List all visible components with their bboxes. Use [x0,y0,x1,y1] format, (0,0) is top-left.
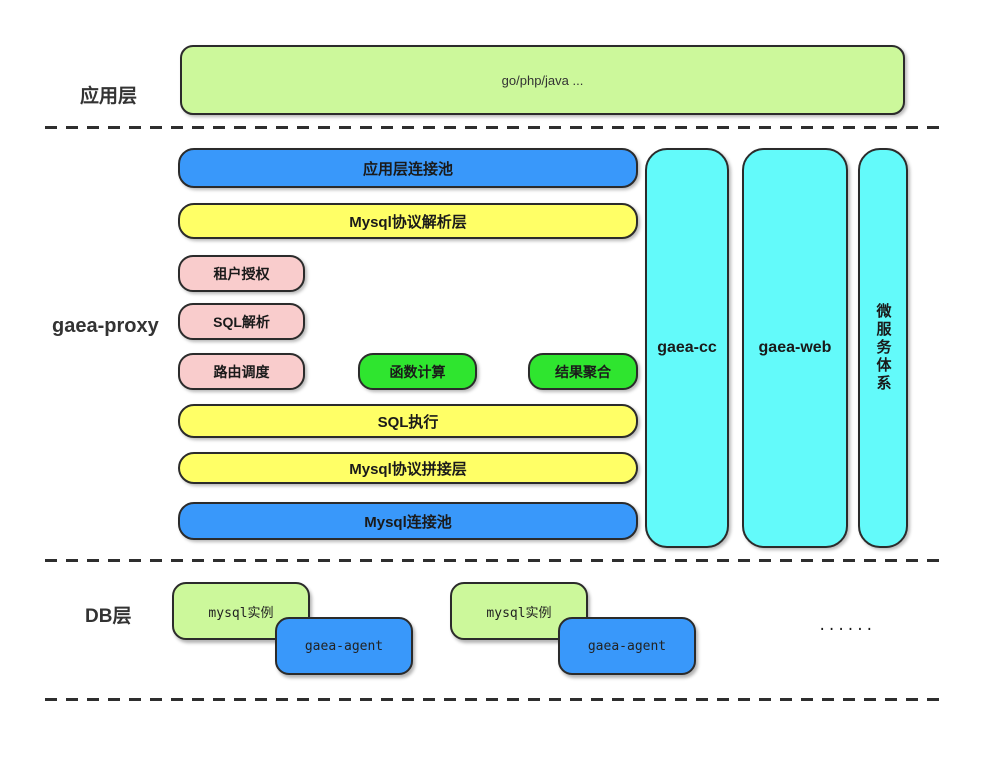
proxy-layer-label: gaea-proxy [52,315,159,337]
tenant-auth-node: 租户授权 [178,255,305,292]
mysql-instance-label: mysql实例 [208,605,274,621]
app-clients-label: go/php/java ... [501,72,584,88]
route-dispatch-label: 路由调度 [213,363,270,380]
divider-app-proxy [45,126,942,129]
mysql-connection-pool-node: Mysql连接池 [178,502,638,540]
result-merge-label: 结果聚合 [555,363,611,380]
sql-parse-label: SQL解析 [213,313,270,330]
gaea-web-label: gaea-web [758,339,832,356]
gaea-agent-node: gaea-agent [275,617,413,675]
gaea-agent-node: gaea-agent [558,617,696,675]
microservice-column: 微服务体系 [858,148,908,548]
app-layer-label: 应用层 [80,86,138,107]
tenant-auth-label: 租户授权 [213,265,270,282]
divider-proxy-db [45,559,942,562]
function-compute-label: 函数计算 [389,363,446,380]
sql-exec-label: SQL执行 [377,413,439,431]
app-connection-pool-label: 应用层连接池 [362,160,453,178]
gaea-cc-column: gaea-cc [645,148,729,548]
route-dispatch-node: 路由调度 [178,353,305,390]
mysql-protocol-join-label: Mysql协议拼接层 [349,460,467,478]
db-layer-label: DB层 [85,606,132,627]
mysql-instance-node: mysql实例 [172,582,310,640]
gaea-agent-label: gaea-agent [587,638,667,654]
gaea-web-column: gaea-web [742,148,848,548]
app-connection-pool-node: 应用层连接池 [178,148,638,188]
app-clients-node: go/php/java ... [180,45,905,115]
db-ellipsis: ...... [818,618,875,634]
divider-bottom [45,698,942,701]
mysql-protocol-join-node: Mysql协议拼接层 [178,452,638,484]
sql-exec-node: SQL执行 [178,404,638,438]
mysql-connection-pool-label: Mysql连接池 [364,513,452,531]
mysql-protocol-parse-node: Mysql协议解析层 [178,203,638,239]
mysql-instance-label: mysql实例 [486,605,552,621]
sql-parse-node: SQL解析 [178,303,305,340]
result-merge-node: 结果聚合 [528,353,638,390]
gaea-cc-label: gaea-cc [657,339,717,356]
microservice-label: 微服务体系 [874,303,892,393]
gaea-agent-label: gaea-agent [304,638,384,654]
mysql-protocol-parse-label: Mysql协议解析层 [349,213,467,231]
function-compute-node: 函数计算 [358,353,477,390]
